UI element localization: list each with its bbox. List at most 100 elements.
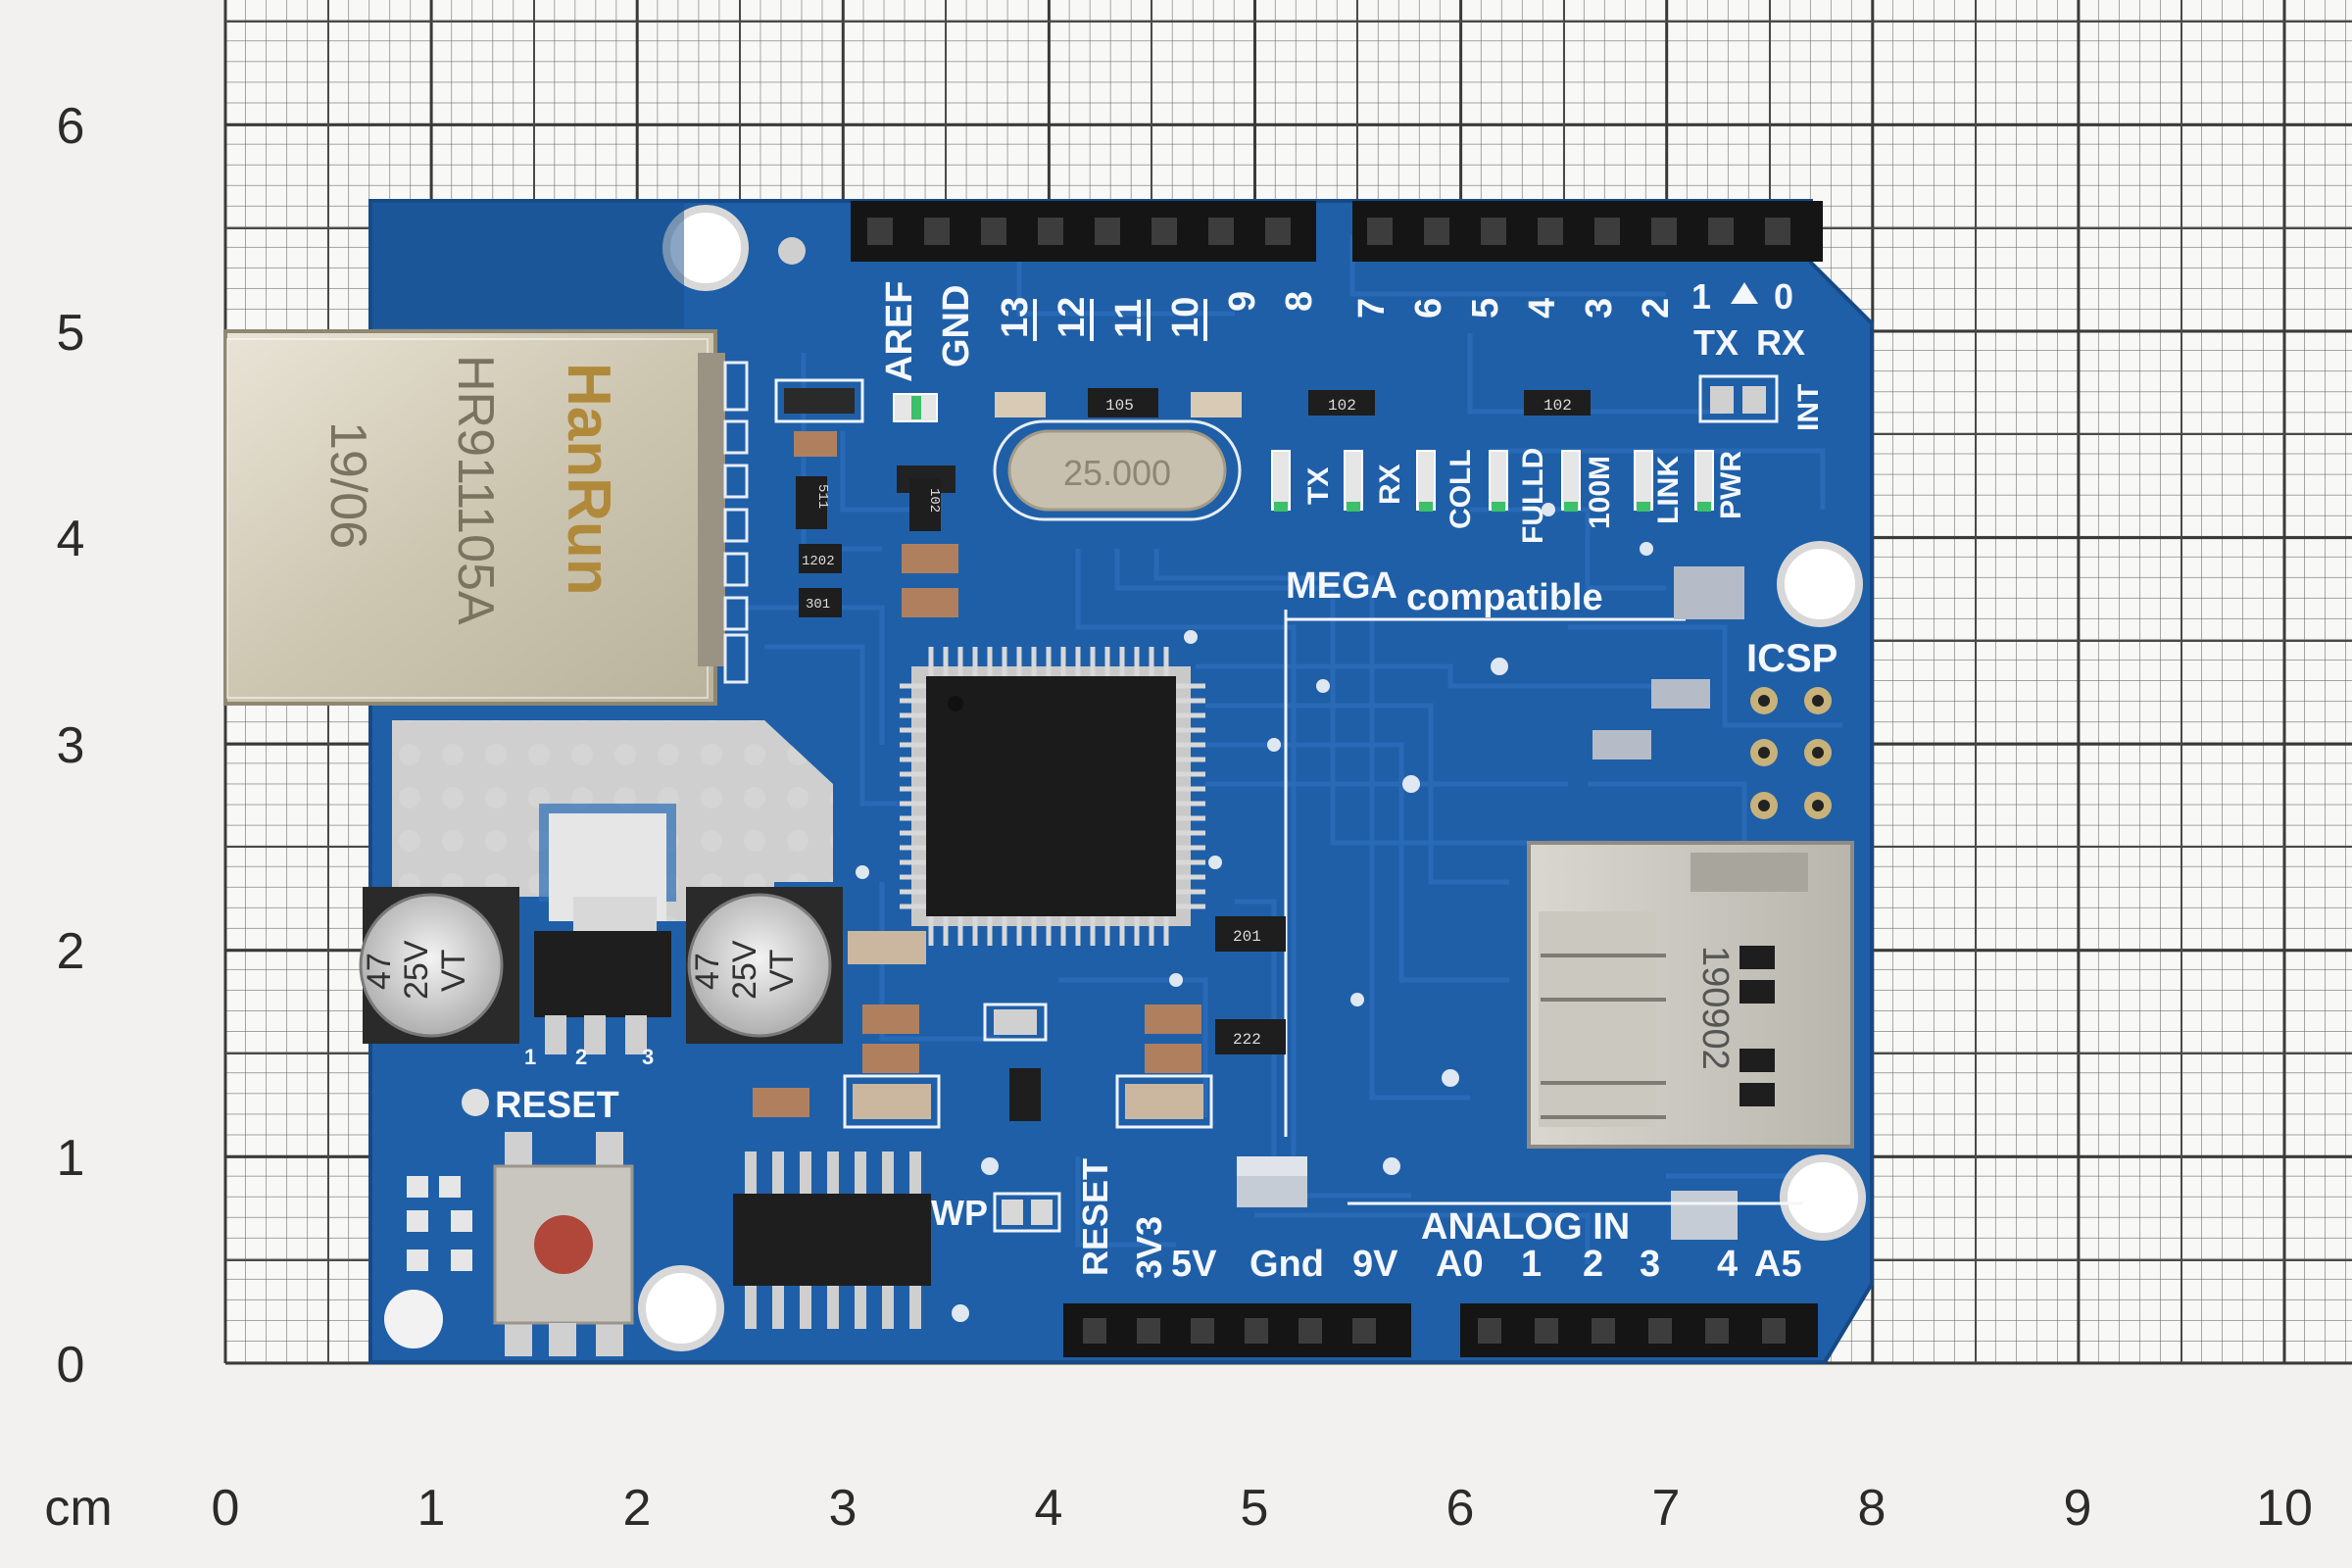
rj45-jack: HanRun HR911105A 19/06 — [223, 329, 725, 706]
y-tick-6: 6 — [57, 98, 85, 155]
mounting-hole — [1777, 541, 1863, 627]
reset-button: RESET — [462, 1085, 634, 1356]
y-tick-0: 0 — [57, 1337, 85, 1394]
x-tick-9: 9 — [2064, 1480, 2092, 1537]
pin-1: 1 — [1691, 276, 1711, 317]
pin-3v3: 3V3 — [1129, 1216, 1169, 1279]
pin-5: 5 — [1465, 298, 1506, 318]
header-top-left — [851, 201, 1316, 262]
pin-6: 6 — [1408, 298, 1449, 318]
x-tick-5: 5 — [1241, 1480, 1269, 1537]
pin-5v: 5V — [1171, 1244, 1217, 1285]
pin-reset: RESET — [1075, 1158, 1115, 1276]
pin-9v: 9V — [1352, 1244, 1398, 1285]
pin-10: 10 — [1165, 297, 1206, 338]
led-coll: COLL — [1445, 449, 1477, 529]
res-301: 301 — [806, 597, 830, 612]
reset-label: RESET — [495, 1085, 619, 1126]
x-tick-7: 7 — [1652, 1480, 1681, 1537]
pin-2: 2 — [1636, 298, 1677, 318]
res-102a: 102 — [1328, 397, 1356, 415]
pin-a2: 2 — [1583, 1244, 1603, 1285]
cap-right-value: 47 — [689, 953, 726, 990]
soic-chip — [733, 1152, 931, 1329]
header-power — [1063, 1303, 1411, 1357]
smd-components: 105 102 102 511 102 1202 301 201 222 — [753, 378, 1738, 1240]
y-tick-3: 3 — [57, 717, 85, 774]
rx-label: RX — [1756, 322, 1805, 363]
header-top-right — [1352, 201, 1823, 262]
y-tick-5: 5 — [57, 305, 85, 362]
reg-pin-2: 2 — [575, 1045, 587, 1069]
res-105: 105 — [1105, 397, 1134, 415]
res-201: 201 — [1233, 928, 1261, 946]
pin-4: 4 — [1522, 298, 1563, 318]
pin-0: 0 — [1774, 276, 1793, 317]
icsp-header — [1750, 687, 1832, 819]
status-leds: TX RX COLL FULLD 100M LINK PWR — [1271, 448, 1747, 544]
ruler-labels: cm 0 1 2 3 4 5 6 7 8 9 10 0 1 2 3 4 5 6 — [44, 98, 2313, 1537]
x-tick-1: 1 — [417, 1480, 446, 1537]
int-label: INT — [1792, 384, 1825, 431]
pin-12: 12 — [1052, 297, 1093, 338]
res-222: 222 — [1233, 1031, 1261, 1049]
pin-7: 7 — [1351, 298, 1393, 318]
led-100m: 100M — [1584, 456, 1616, 529]
y-tick-1: 1 — [57, 1130, 85, 1187]
header-analog — [1460, 1303, 1818, 1357]
led-tx: TX — [1302, 467, 1335, 505]
ethernet-controller-ic — [900, 647, 1205, 946]
cap-right-volt: 25V — [726, 940, 763, 1000]
cap-left-volt: 25V — [398, 940, 435, 1000]
x-tick-0: 0 — [212, 1480, 240, 1537]
cap-right-series: VT — [763, 950, 801, 992]
mounting-hole — [1780, 1154, 1866, 1241]
x-tick-4: 4 — [1035, 1480, 1063, 1537]
x-tick-2: 2 — [623, 1480, 652, 1537]
sd-code: 190902 — [1694, 946, 1736, 1070]
jack-brand: HanRun — [555, 363, 622, 596]
res-102c: 102 — [926, 488, 942, 513]
reg-pin-1: 1 — [524, 1045, 536, 1069]
mega-label: MEGA — [1286, 565, 1397, 607]
led-fulld: FULLD — [1517, 448, 1549, 544]
led-rx: RX — [1374, 464, 1406, 505]
res-1202: 1202 — [802, 554, 835, 569]
pin-a1: 1 — [1521, 1244, 1542, 1285]
voltage-regulator: 1 2 3 — [524, 897, 671, 1069]
pin-aref: AREF — [879, 281, 920, 382]
cap-left-value: 47 — [361, 953, 398, 990]
compatible-label: compatible — [1406, 577, 1603, 618]
tx-label: TX — [1693, 322, 1739, 363]
pin-8: 8 — [1279, 291, 1320, 312]
x-tick-8: 8 — [1858, 1480, 1886, 1537]
pin-3: 3 — [1579, 298, 1620, 318]
microsd-slot: 190902 — [1527, 841, 1854, 1149]
ethernet-shield-board: HanRun HR911105A 19/06 — [223, 199, 1874, 1364]
analog-title: ANALOG IN — [1421, 1206, 1630, 1248]
reg-pin-3: 3 — [642, 1045, 654, 1069]
pin-11: 11 — [1108, 299, 1150, 338]
res-102b: 102 — [1544, 397, 1572, 415]
crystal-oscillator: 25.000 — [993, 419, 1242, 521]
ground-plate — [392, 720, 833, 921]
mounting-hole — [638, 1265, 724, 1351]
cap-left-series: VT — [435, 950, 472, 992]
pin-a3: 3 — [1640, 1244, 1660, 1285]
pin-a4: 4 — [1717, 1244, 1738, 1285]
y-tick-4: 4 — [57, 511, 85, 567]
led-pwr: PWR — [1715, 451, 1747, 519]
pin-a5: A5 — [1754, 1244, 1802, 1285]
x-tick-3: 3 — [829, 1480, 858, 1537]
y-tick-2: 2 — [57, 923, 85, 980]
x-tick-6: 6 — [1446, 1480, 1475, 1537]
led-link: LINK — [1652, 456, 1685, 524]
wp-label: WP — [931, 1193, 988, 1233]
crystal-freq: 25.000 — [1063, 453, 1171, 493]
res-511: 511 — [814, 484, 830, 509]
capacitor-right: 47 25V VT — [686, 887, 843, 1044]
triangle-marker-icon — [1731, 282, 1758, 304]
icsp-label: ICSP — [1746, 637, 1838, 680]
pin-a0: A0 — [1436, 1244, 1484, 1285]
